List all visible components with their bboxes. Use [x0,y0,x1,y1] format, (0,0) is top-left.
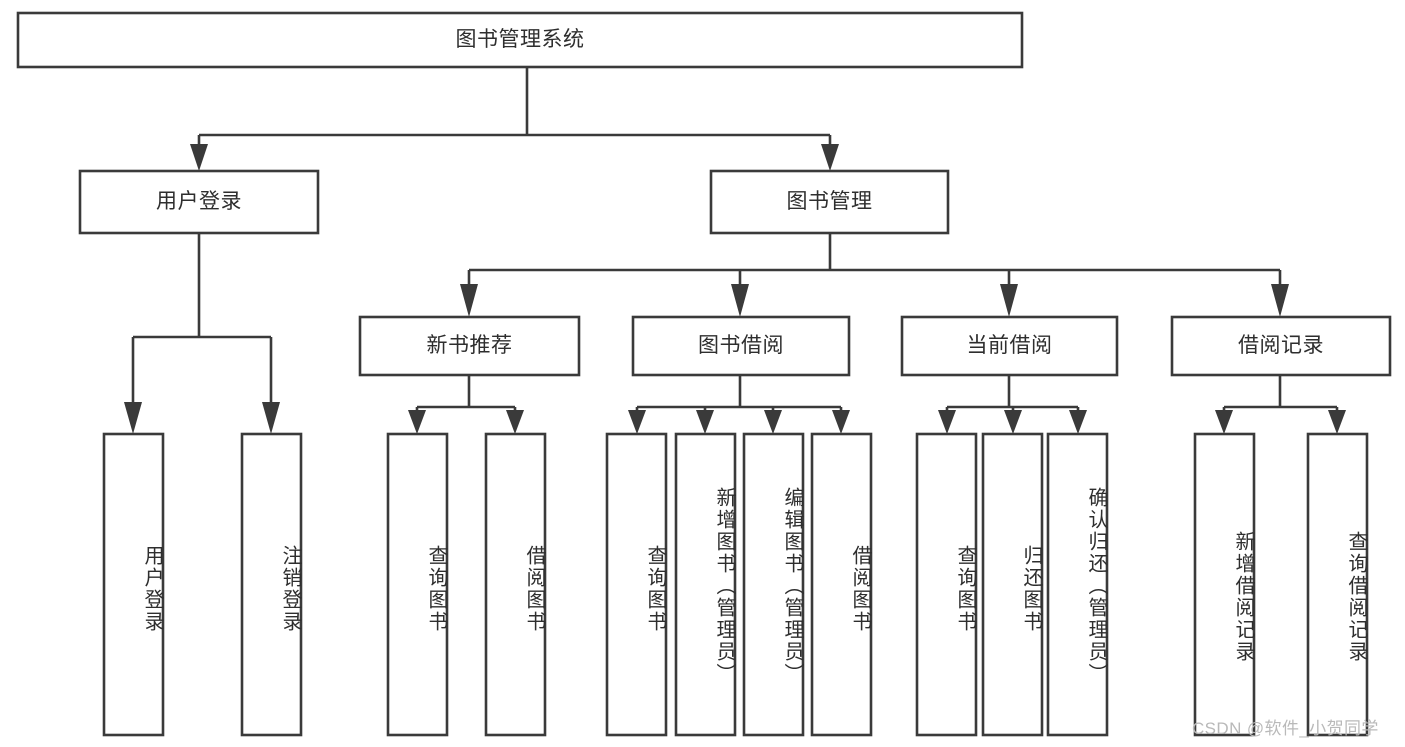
arrow-head-borrow-record [1271,284,1289,317]
arrow-head-leaf-confirm-return [1069,410,1087,434]
arrow-head-leaf-query-book-1 [408,410,426,434]
node-leaf-query-book-2-box[interactable] [605,432,668,737]
arrow-head-leaf-edit-book [764,410,782,434]
node-borrow-record-box[interactable] [1170,315,1392,377]
node-leaf-edit-book-box[interactable] [742,432,805,737]
arrow-head-leaf-add-book [696,410,714,434]
csdn-watermark: CSDN @软件_小贺同学 [1192,719,1379,738]
node-user-login-box[interactable] [78,169,320,235]
arrow-head-leaf-user-login [124,402,142,434]
arrow-head-book-management [821,144,839,171]
node-leaf-confirm-return-box[interactable] [1046,432,1109,737]
node-leaf-user-login-box[interactable] [102,432,165,737]
node-leaf-query-book-3-box[interactable] [915,432,978,737]
node-leaf-borrow-book-1-box[interactable] [484,432,547,737]
arrow-head-user-login [190,144,208,171]
arrow-head-new-book-recommend [460,284,478,317]
node-book-management-box[interactable] [709,169,950,235]
arrow-head-leaf-return-book [1004,410,1022,434]
node-leaf-query-record-box[interactable] [1306,432,1369,737]
node-book-borrow-box[interactable] [631,315,851,377]
arrow-head-leaf-query-book-3 [938,410,956,434]
arrow-head-leaf-query-record [1328,410,1346,434]
node-new-book-recommend-box[interactable] [358,315,581,377]
arrow-head-current-borrow [1000,284,1018,317]
arrow-head-book-borrow [731,284,749,317]
arrow-head-leaf-borrow-book-2 [832,410,850,434]
node-root-box[interactable] [16,11,1024,69]
node-leaf-add-record-box[interactable] [1193,432,1256,737]
node-leaf-borrow-book-2-box[interactable] [810,432,873,737]
node-current-borrow-box[interactable] [900,315,1119,377]
arrow-head-leaf-add-record [1215,410,1233,434]
arrow-head-leaf-borrow-book-1 [506,410,524,434]
node-leaf-return-book-box[interactable] [981,432,1044,737]
node-leaf-query-book-1-box[interactable] [386,432,449,737]
node-leaf-user-logout-box[interactable] [240,432,303,737]
arrow-head-leaf-query-book-2 [628,410,646,434]
arrow-head-leaf-user-logout [262,402,280,434]
node-leaf-add-book-box[interactable] [674,432,737,737]
